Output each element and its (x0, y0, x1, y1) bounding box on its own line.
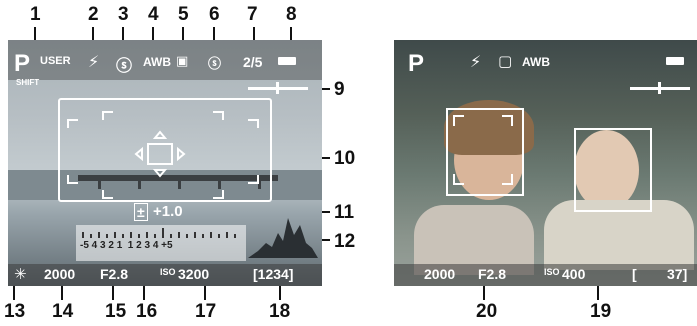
pier-post (98, 175, 101, 189)
iso-value: 400 (562, 266, 586, 282)
remaining-shots: 37] (667, 266, 688, 282)
single-frame-icon: ▢ (498, 53, 513, 70)
self-timer-icon: ⓢ (116, 58, 133, 75)
callout-17: 17 (195, 301, 217, 322)
bottom-status-bar (394, 264, 697, 286)
histogram (248, 218, 318, 258)
callout-20: 20 (476, 301, 498, 322)
callout-12: 12 (334, 231, 356, 252)
callout-19: 19 (590, 301, 612, 322)
af-area-frame (58, 98, 272, 202)
child-face-right (574, 130, 639, 210)
battery-icon (666, 57, 684, 65)
exposure-mode: P (408, 50, 425, 77)
callout-10: 10 (334, 148, 356, 169)
battery-icon (278, 57, 296, 65)
white-balance: AWB (143, 55, 171, 69)
face-detection-corners (453, 115, 513, 185)
iso-label: ISO (544, 267, 560, 277)
pier-post (258, 175, 261, 189)
white-balance: AWB (522, 55, 550, 69)
callout-2: 2 (88, 4, 99, 25)
callout-1: 1 (30, 4, 41, 25)
lcd-left-screen: P USER SHIFT ⚡ ⓢ AWB ▣ ⓢ 2/5 ± +1.0 (8, 40, 322, 286)
iso-label: ISO (160, 267, 176, 277)
ev-comp-icon: ± (134, 203, 148, 221)
callout-5: 5 (178, 4, 189, 25)
iso-value: 3200 (178, 266, 210, 282)
level-indicator-mark (276, 82, 279, 94)
flash-icon: ⚡ (88, 54, 100, 71)
remaining-shots: [1234] (253, 266, 294, 282)
callout-9: 9 (334, 79, 345, 100)
frame-count: 2/5 (243, 54, 263, 70)
face-detection-frame-main (446, 108, 524, 196)
callout-16: 16 (136, 301, 158, 322)
callout-15: 15 (105, 301, 127, 322)
exposure-mode: P (14, 50, 31, 77)
callout-6: 6 (209, 4, 220, 25)
callout-4: 4 (148, 4, 159, 25)
remote-timer-icon: ⓢ (208, 56, 222, 71)
pier-post (218, 175, 221, 189)
callout-18: 18 (269, 301, 291, 322)
bottom-status-bar (8, 264, 322, 286)
remaining-open-bracket: [ (632, 266, 637, 282)
shift-label: SHIFT (16, 78, 40, 87)
flash-icon: ⚡ (470, 54, 482, 71)
callout-3: 3 (118, 4, 129, 25)
level-indicator-mark (658, 82, 661, 94)
ev-bar-background (76, 225, 246, 261)
callout-14: 14 (52, 301, 74, 322)
ae-lock-icon: ✳ (14, 266, 27, 283)
top-status-bar (8, 40, 322, 80)
lcd-right-screen: P ⚡ ▢ AWB 2000 F2.8 ISO 400 [ 37] (394, 40, 697, 286)
pier-post (178, 175, 181, 189)
ev-scale-labels: -5 4 3 2 1 1 2 3 4 +5 (80, 240, 173, 251)
user-mode-label: USER (40, 55, 71, 67)
pier-post (138, 175, 141, 189)
aperture-value: F2.8 (478, 266, 507, 282)
drive-mode-icon: ▣ (176, 53, 189, 68)
callout-11: 11 (334, 202, 355, 223)
af-points (67, 111, 259, 199)
callout-13: 13 (4, 301, 26, 322)
child-body-left (414, 205, 534, 275)
shutter-speed: 2000 (44, 266, 76, 282)
callout-8: 8 (286, 4, 297, 25)
aperture-value: F2.8 (100, 266, 129, 282)
ev-scale-ticks (82, 228, 242, 238)
shutter-speed: 2000 (424, 266, 456, 282)
face-detection-frame-secondary (574, 128, 652, 212)
ev-comp-value: +1.0 (153, 203, 183, 220)
callout-7: 7 (247, 4, 258, 25)
